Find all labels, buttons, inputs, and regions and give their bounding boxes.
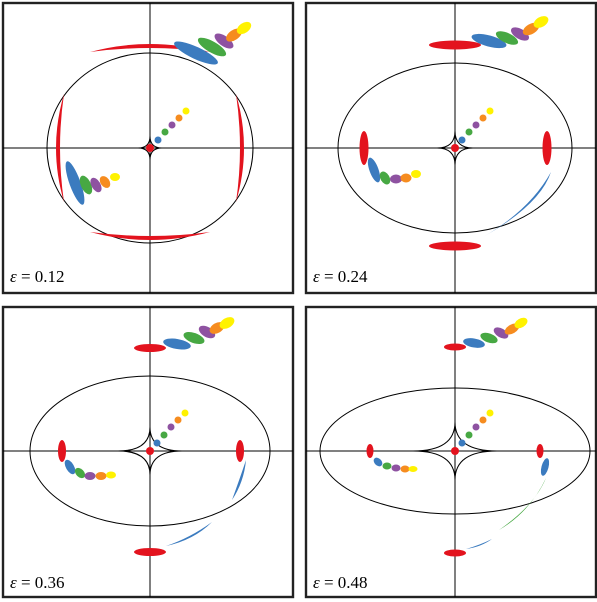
image-orange [400,173,412,183]
source-orange [175,114,183,122]
source-blue [458,136,466,144]
epsilon-label: ε = 0.24 [313,267,368,286]
image-purple [84,472,96,480]
image-red [429,40,481,50]
image-red [359,131,369,165]
image-arc-red [90,232,210,240]
image-red [429,241,481,251]
epsilon-label: ε = 0.36 [10,573,65,592]
caustic [412,421,498,481]
source-purple [167,423,175,431]
source-yellow [181,409,189,417]
image-purple [391,464,401,472]
source-yellow [486,409,494,417]
image-purple [214,33,234,49]
image-red [536,444,544,458]
panel-frame [304,305,597,599]
image-blue [64,459,76,475]
image-arc-red [56,94,64,202]
panel-eps-048: ε = 0.48 [304,305,597,599]
source-red [451,447,459,455]
image-green [183,331,205,345]
panel-eps-012: ε = 0.12 [1,1,295,295]
image-yellow [110,173,120,181]
image-purple [510,27,530,41]
source-purple [168,121,176,129]
image-red [366,444,374,458]
panel-eps-036: ε = 0.36 [1,305,295,599]
image-yellow [219,317,235,329]
critical-curve [29,375,271,527]
source-red [146,447,154,455]
image-green [74,467,86,479]
source-green [465,431,473,439]
image-red [236,440,244,462]
image-orange [95,472,107,480]
image-purple [90,177,102,193]
image-yellow [408,466,418,472]
image-green [79,175,93,195]
image-green [197,37,227,57]
source-blue [153,439,161,447]
image-yellow [514,317,528,329]
image-green [480,332,498,344]
image-orange [99,176,111,188]
image-orange [400,465,410,473]
image-arc-red [236,94,244,202]
source-orange [479,416,487,424]
image-red [134,548,166,556]
image-yellow [236,21,252,35]
image-blue [163,338,191,350]
caustic [436,130,474,166]
image-green [495,31,519,45]
critical-curve [337,62,573,234]
image-red [444,549,466,557]
epsilon-label: ε = 0.12 [10,267,65,286]
image-blue [463,338,485,348]
image-green [382,462,392,470]
epsilon-label: ε = 0.48 [313,573,368,592]
caustic [117,426,183,476]
image-yellow [106,471,116,479]
image-blue [540,458,550,476]
source-red [146,144,154,152]
source-blue [154,136,162,144]
panel-eps-024: ε = 0.24 [304,1,597,295]
source-orange [174,416,182,424]
source-red [451,144,459,152]
critical-curve [46,52,254,244]
image-blue [471,33,507,49]
image-red [542,131,552,165]
image-blue [373,457,383,467]
source-orange [479,114,487,122]
source-green [465,128,473,136]
image-purple [493,327,509,339]
caustic [137,135,163,161]
critical-curve [319,387,591,515]
source-blue [458,439,466,447]
source-yellow [486,107,494,115]
source-green [160,431,168,439]
source-purple [472,423,480,431]
image-green [379,171,391,185]
source-yellow [182,107,190,115]
image-blue [174,41,218,65]
image-blue [65,161,85,205]
source-green [161,128,169,136]
source-purple [472,121,480,129]
image-yellow [411,170,421,178]
image-yellow [533,16,549,28]
image-purple [390,174,402,184]
image-red [134,344,166,352]
image-blue [367,157,381,183]
image-red [58,440,66,462]
image-red [444,343,466,351]
